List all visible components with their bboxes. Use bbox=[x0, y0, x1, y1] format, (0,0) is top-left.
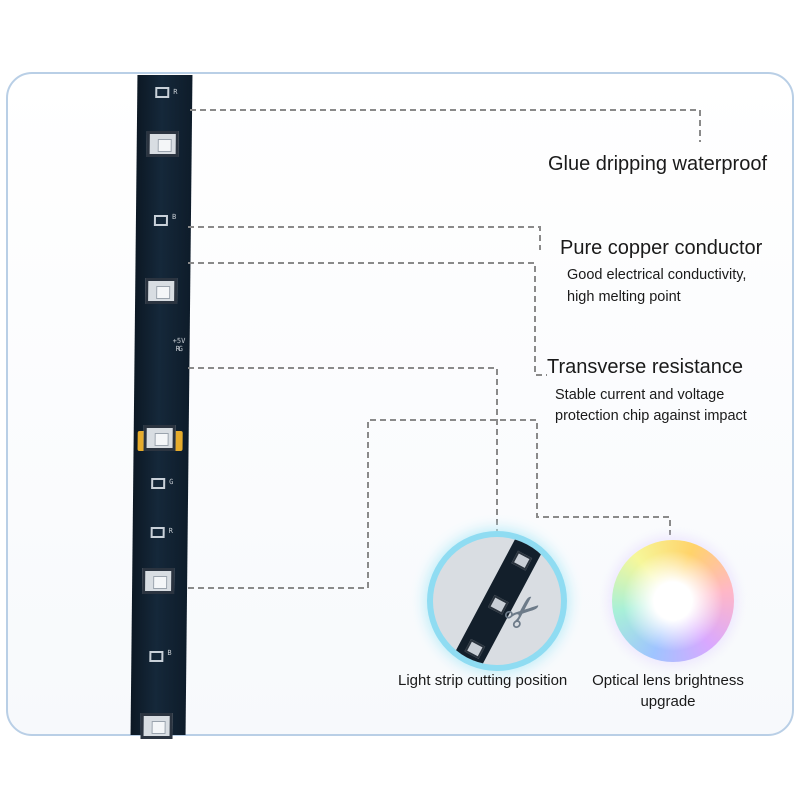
mini-led-chip bbox=[511, 550, 533, 571]
lens-brightness-caption-2: upgrade bbox=[640, 693, 696, 710]
transverse-resistance-desc-2: protection chip against impact bbox=[555, 408, 747, 424]
leader-line-glue bbox=[190, 109, 701, 142]
copper-conductor-desc-2: high melting point bbox=[567, 289, 681, 305]
optical-lens-glow bbox=[612, 540, 734, 662]
copper-conductor-title: Pure copper conductor bbox=[560, 237, 763, 259]
glue-waterproof-title: Glue dripping waterproof bbox=[548, 153, 768, 175]
leader-line-copper-2 bbox=[188, 262, 547, 376]
leader-line-cutting bbox=[188, 419, 671, 589]
leader-line-copper-1 bbox=[188, 226, 541, 250]
mini-led-chip bbox=[464, 639, 486, 659]
transverse-resistance-title: Transverse resistance bbox=[547, 356, 743, 378]
lens-brightness-caption-1: Optical lens brightness bbox=[592, 672, 744, 689]
transverse-resistance-desc-1: Stable current and voltage bbox=[555, 387, 725, 403]
cutting-position-image: ✂ bbox=[433, 537, 561, 665]
cutting-position-caption: Light strip cutting position bbox=[398, 672, 568, 689]
copper-conductor-desc-1: Good electrical conductivity, bbox=[567, 267, 747, 283]
leader-line-resistance bbox=[188, 367, 498, 540]
